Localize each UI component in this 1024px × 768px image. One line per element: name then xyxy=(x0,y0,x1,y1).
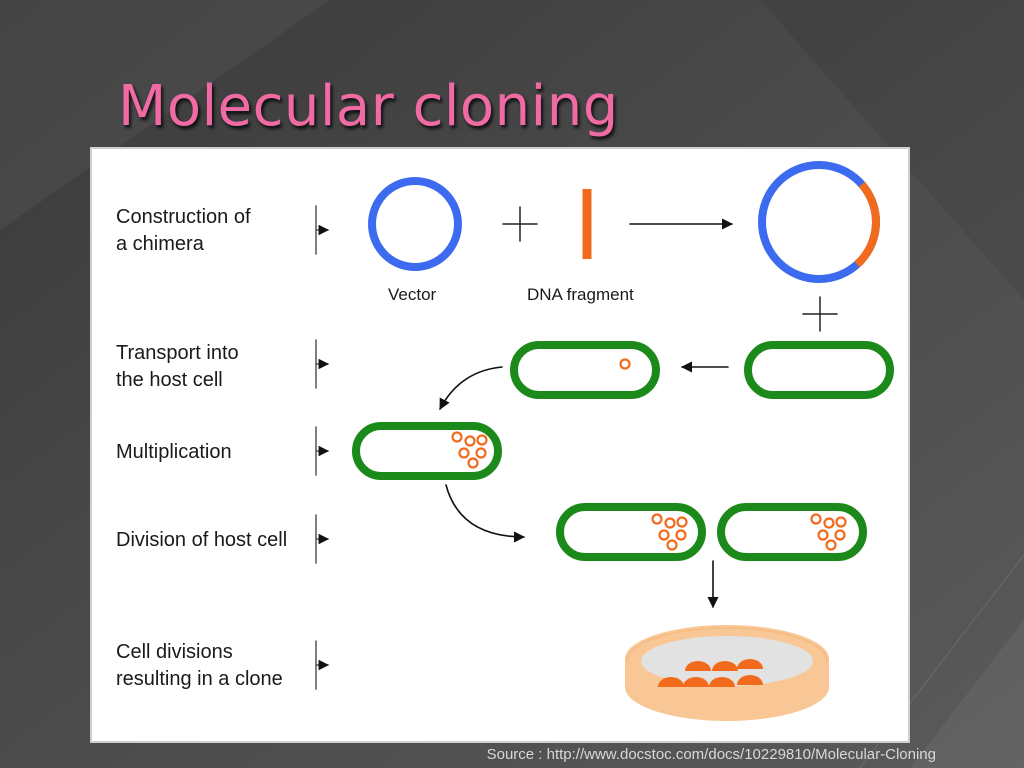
plasmid xyxy=(817,529,829,541)
plasmid xyxy=(619,358,631,370)
host-cell-transformed xyxy=(510,341,660,399)
dna-fragment-caption: DNA fragment xyxy=(527,285,634,304)
colony xyxy=(737,675,763,685)
plasmid xyxy=(675,529,687,541)
plasmid xyxy=(825,539,837,551)
plus-sign xyxy=(502,206,538,242)
daughter-cell xyxy=(717,503,867,561)
step-marker xyxy=(315,514,330,564)
diagram-panel: Construction of a chimera Transport into… xyxy=(90,147,910,743)
colony xyxy=(712,661,738,671)
plasmid-cluster xyxy=(810,513,847,551)
plasmid xyxy=(823,517,835,529)
step-label-multiplication: Multiplication xyxy=(116,441,232,463)
daughter-cell xyxy=(556,503,706,561)
plasmid xyxy=(664,517,676,529)
plasmid xyxy=(464,435,476,447)
plasmid xyxy=(658,529,670,541)
plus-sign xyxy=(802,296,838,332)
colony xyxy=(685,661,711,671)
step-marker xyxy=(315,339,330,389)
plasmid xyxy=(810,513,822,525)
step-label-transport: Transport into the host cell xyxy=(116,342,239,391)
source-citation: Source : http://www.docstoc.com/docs/102… xyxy=(486,746,936,763)
colony xyxy=(683,677,709,687)
bacterial-colonies xyxy=(658,659,763,687)
plasmid-cluster xyxy=(451,431,488,469)
plasmid xyxy=(835,516,847,528)
step-marker xyxy=(315,640,330,690)
plasmid xyxy=(834,529,846,541)
plasmid xyxy=(467,457,479,469)
plasmid xyxy=(676,516,688,528)
vector-caption: Vector xyxy=(388,285,437,304)
plasmid xyxy=(476,434,488,446)
inserted-fragment-arc xyxy=(854,181,880,268)
colony xyxy=(658,677,684,687)
plasmid xyxy=(475,447,487,459)
cloning-diagram xyxy=(315,161,894,721)
step-label-construction: Construction of a chimera xyxy=(116,206,251,255)
petri-dish xyxy=(625,625,829,721)
host-cell-empty xyxy=(744,341,894,399)
plasmid xyxy=(458,447,470,459)
plasmid xyxy=(451,431,463,443)
plasmid xyxy=(666,539,678,551)
colony xyxy=(709,677,735,687)
step-marker xyxy=(315,205,330,255)
host-cell-multiplied xyxy=(352,422,502,480)
plasmid-cluster xyxy=(651,513,688,551)
slide-title: Molecular cloning xyxy=(118,74,619,139)
step-marker xyxy=(315,426,330,476)
curved-arrow xyxy=(445,484,526,543)
vector-plasmid xyxy=(368,177,462,271)
step-label-clone: Cell divisions resulting in a clone xyxy=(116,641,283,690)
plasmid xyxy=(651,513,663,525)
curved-arrow xyxy=(439,366,503,410)
step-label-division: Division of host cell xyxy=(116,529,288,551)
colony xyxy=(737,659,763,669)
